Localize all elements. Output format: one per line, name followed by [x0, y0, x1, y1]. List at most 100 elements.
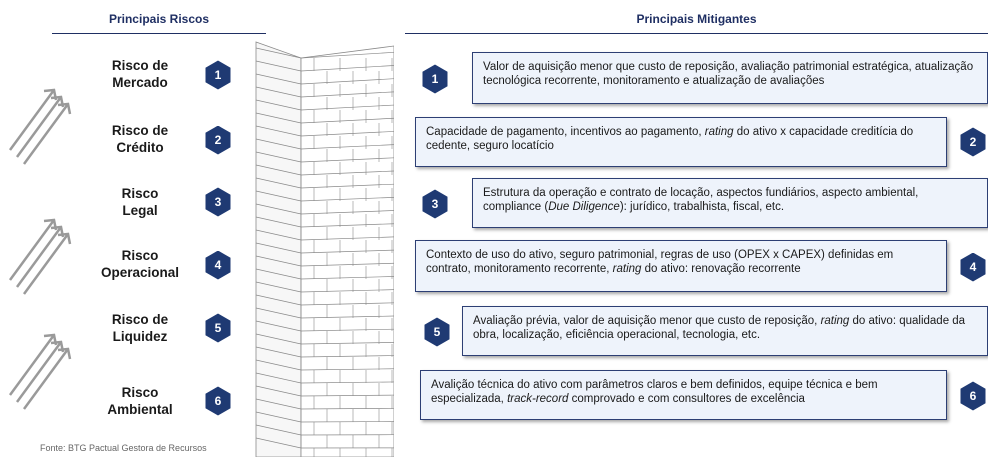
wall-mortar-line [300, 249, 394, 254]
mitigant-text-segment: do ativo x capacidade creditícia do cede… [426, 126, 914, 152]
wall-side-mortar-line [255, 138, 302, 150]
wall-side-mortar-line [255, 268, 302, 280]
wall-side-mortar-line [255, 151, 302, 163]
wall-side-mortar-line [255, 294, 302, 306]
risk-label-line: Risco [121, 186, 159, 201]
hexagon-icon [204, 186, 232, 218]
wall-side-mortar-line [255, 99, 302, 111]
mitigant-text-segment: ): jurídico, trabalhista, fiscal, etc. [619, 201, 785, 213]
wall-side-mortar-line [255, 281, 302, 293]
wall-mortar-line [300, 236, 394, 241]
arrow-head-icon [57, 102, 72, 115]
mitigant-box-6: Avalição técnica do ativo com parâmetros… [420, 370, 947, 420]
arrow-head-icon [57, 232, 72, 245]
wall-mortar-line [300, 91, 394, 98]
wall-side-mortar-line [255, 112, 302, 124]
risk-number: 1 [214, 68, 222, 82]
mitigant-text-segment: rating [820, 315, 850, 327]
wall-side-mortar-line [255, 203, 302, 215]
wall-mortar-line [300, 65, 394, 72]
hexagon-icon [423, 316, 451, 348]
wall-mortar-line [300, 197, 394, 202]
wall-side-face [255, 41, 302, 457]
wall-mortar-line [300, 381, 394, 384]
wall-side-mortar-line [255, 177, 302, 189]
wall-mortar-line [300, 183, 394, 189]
wall-side-mortar-line [255, 372, 302, 384]
risk-number-badge: 2 [203, 124, 233, 156]
wall-side-mortar-line [255, 346, 302, 358]
wall-mortar-line [300, 51, 394, 59]
wall-side-mortar-line [255, 307, 302, 319]
source-note: Fonte: BTG Pactual Gestora de Recursos [40, 443, 207, 453]
risk-number: 5 [214, 321, 222, 335]
arrow-shaft [22, 103, 70, 165]
risk-number-badge: 1 [203, 59, 233, 91]
risk-label-line: Risco de [111, 312, 169, 327]
wall-mortar-line [300, 223, 394, 228]
wall-side-mortar-line [255, 385, 302, 397]
mitigant-text-segment: do ativo: qualidade da obra, localização… [473, 315, 966, 341]
wall-mortar-line [300, 394, 394, 397]
risk-number: 2 [214, 133, 222, 147]
wall-mortar-line [300, 355, 394, 358]
risk-number-badge: 5 [203, 312, 233, 344]
mitigant-number: 1 [431, 72, 439, 86]
mitigant-number-badge: 6 [958, 380, 988, 412]
hexagon-icon [959, 380, 987, 412]
arrow-shaft [8, 334, 56, 396]
risk-label-legal: Risco Legal [90, 185, 190, 219]
mitigant-text-segment: rating [612, 263, 642, 275]
risk-label-line: Operacional [100, 265, 180, 280]
mitigant-number: 6 [969, 389, 977, 403]
risk-number: 3 [214, 195, 222, 209]
incoming-arrows-graphic [8, 88, 72, 410]
hexagon-icon [959, 251, 987, 283]
arrow-shaft [22, 348, 70, 410]
wall-side-mortar-line [255, 47, 302, 59]
mitigant-number-badge: 1 [420, 63, 450, 95]
wall-side-mortar-line [255, 320, 302, 332]
mitigant-text: Avalição técnica do ativo com parâmetros… [431, 378, 936, 406]
arrow-shaft [15, 341, 63, 403]
mitigant-box-5: Avaliação prévia, valor de aquisição men… [462, 306, 988, 356]
risk-number: 6 [214, 394, 222, 408]
wall-mortar-line [300, 368, 394, 371]
wall-side-mortar-line [255, 86, 302, 98]
mitigant-number-badge: 5 [422, 316, 452, 348]
risk-label-line: Risco [121, 385, 159, 400]
risk-label-ambiental: Risco Ambiental [90, 384, 190, 418]
mitigant-text-segment: Valor de aquisição menor que custo de re… [483, 61, 974, 87]
hexagon-icon [204, 249, 232, 281]
wall-side-mortar-line [255, 437, 302, 449]
mitigant-text-segment: track-record [507, 393, 569, 405]
wall-side-mortar-line [255, 229, 302, 241]
wall-mortar-line [300, 342, 394, 345]
risk-label-line: Legal [122, 203, 158, 218]
wall-side-mortar-line [255, 60, 302, 72]
wall-side-mortar-line [255, 242, 302, 254]
wall-mortar-line [300, 289, 394, 293]
arrow-shaft [15, 226, 63, 288]
risk-label-line: Risco [121, 248, 159, 263]
wall-side-mortar-line [255, 398, 302, 410]
mitigant-number-badge: 4 [958, 251, 988, 283]
mitigant-text-segment: Due Diligence [548, 201, 620, 213]
wall-mortar-line [300, 170, 394, 176]
wall-side-mortar-line [255, 125, 302, 137]
risk-label-line: Mercado [112, 75, 168, 90]
hexagon-icon [204, 124, 232, 156]
hexagon-icon [204, 312, 232, 344]
hexagon-icon [421, 63, 449, 95]
arrow-shaft [8, 219, 56, 281]
risk-number-badge: 6 [203, 385, 233, 417]
mitigant-number-badge: 2 [958, 126, 988, 158]
mitigant-box-1: Valor de aquisição menor que custo de re… [472, 52, 988, 104]
mitigant-text-segment: do ativo: renovação recorrente [641, 263, 801, 275]
arrow-shaft [8, 89, 56, 151]
wall-side-mortar-line [255, 164, 302, 176]
wall-side-mortar-line [255, 359, 302, 371]
risks-column-title: Principais Riscos [52, 8, 266, 34]
mitigant-text: Estrutura da operação e contrato de loca… [483, 186, 977, 214]
wall-mortar-line [300, 315, 394, 319]
